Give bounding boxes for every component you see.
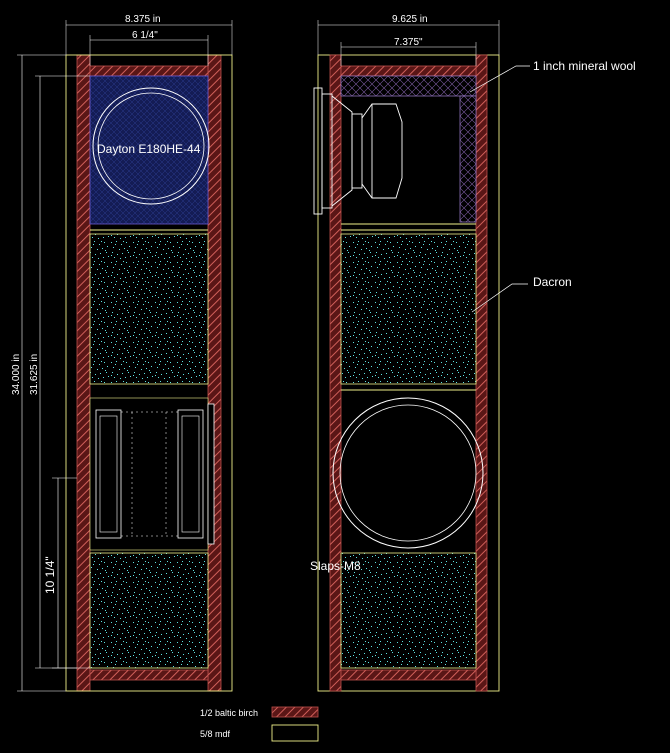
front-dacron-lower <box>89 552 209 669</box>
port-height-dim: 10 1/4" <box>43 556 57 594</box>
front-right-wall <box>207 54 222 692</box>
front-inner-height-dim: 31.625 in <box>29 354 40 395</box>
legend-birch-swatch <box>271 706 319 718</box>
passive-radiator-label: Slaps-M8 <box>310 559 361 573</box>
passive-radiator-outline <box>332 397 484 549</box>
legend-mdf-label: 5/8 mdf <box>200 729 231 739</box>
side-back-wall <box>475 54 488 692</box>
woofer-inner-ring <box>97 92 205 200</box>
side-dacron-lower <box>340 552 477 669</box>
side-inner-width-dim: 7.375" <box>394 37 423 48</box>
side-width-dim: 9.625 in <box>392 14 428 25</box>
side-bottom-panel <box>340 669 477 681</box>
front-inner-width-dim: 6 1/4" <box>132 30 158 41</box>
legend-birch-label: 1/2 baltic birch <box>200 708 258 718</box>
front-top-panel <box>89 65 209 77</box>
woofer-outline <box>92 87 210 205</box>
front-bottom-panel <box>89 669 209 681</box>
mineral-wool-label: 1 inch mineral wool <box>533 59 636 73</box>
dacron-label: Dacron <box>533 275 572 289</box>
front-left-wall <box>76 54 91 692</box>
side-top-panel <box>340 65 477 77</box>
passive-radiator-inner-ring <box>339 404 477 542</box>
driver-label: Dayton E180HE-44 <box>97 142 201 156</box>
woofer-side-profile <box>313 87 403 215</box>
legend-mdf-swatch <box>271 724 319 742</box>
front-width-dim: 8.375 in <box>125 14 161 25</box>
side-view: Slaps-M8 9.625 in 7.375" 1 inch mineral … <box>310 14 636 692</box>
legend: 1/2 baltic birch 5/8 mdf <box>200 706 319 742</box>
front-view: Dayton E180HE-44 8.375 in 6 1/4" <box>11 14 233 692</box>
front-dacron-upper <box>89 233 209 385</box>
side-dacron-upper <box>340 233 477 385</box>
front-height-dim: 34.000 in <box>11 354 22 395</box>
front-passive-radiator <box>89 397 215 551</box>
side-outline <box>317 54 500 692</box>
front-baffle-outline <box>65 54 233 692</box>
mineral-wool-lining <box>340 75 477 223</box>
